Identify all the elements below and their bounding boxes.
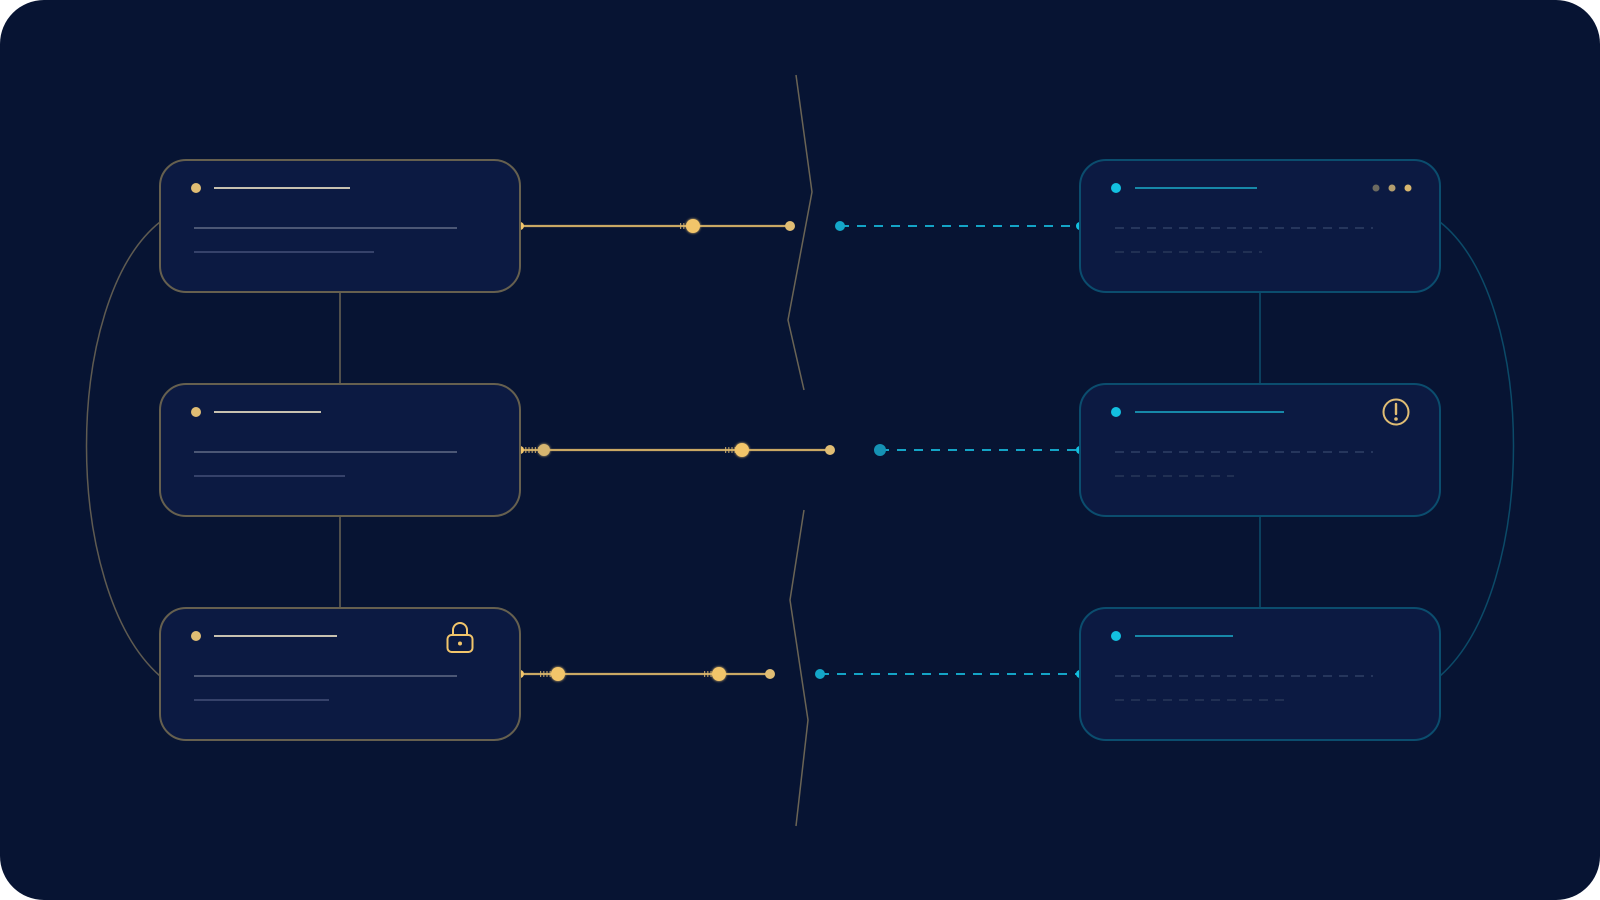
left-card-3[interactable] [159, 607, 521, 741]
data-packet [712, 667, 726, 681]
card-frame [1079, 159, 1441, 293]
link-end-dot [765, 669, 775, 679]
left-card-1[interactable] [159, 159, 521, 293]
data-packet [735, 443, 749, 457]
status-dot [191, 631, 201, 641]
card-frame [1079, 607, 1441, 741]
more-dots-icon[interactable] [1372, 184, 1412, 192]
card-frame [1079, 383, 1441, 517]
left-outer-arc [85, 221, 161, 677]
card-frame [159, 383, 521, 517]
status-dot [1111, 407, 1121, 417]
left-card-2[interactable] [159, 383, 521, 517]
link-end-dot [785, 221, 795, 231]
dashed-start-dot [874, 444, 886, 456]
card-frame [159, 607, 521, 741]
status-dot [1111, 631, 1121, 641]
card-frame [159, 159, 521, 293]
connection-row-3 [516, 667, 1084, 681]
alert-circle-icon [1382, 398, 1410, 426]
data-packet [686, 219, 700, 233]
status-dot [191, 407, 201, 417]
divider-upper [787, 74, 813, 391]
status-dot [1111, 183, 1121, 193]
lock-icon [446, 622, 474, 653]
divider-lower [789, 509, 809, 827]
right-outer-arc [1439, 221, 1515, 677]
right-card-2[interactable] [1079, 383, 1441, 517]
link-end-dot [825, 445, 835, 455]
status-dot [191, 183, 201, 193]
data-packet [538, 444, 550, 456]
dashed-start-dot [835, 221, 845, 231]
right-card-1[interactable] [1079, 159, 1441, 293]
right-card-3[interactable] [1079, 607, 1441, 741]
dashed-start-dot [815, 669, 825, 679]
data-packet [551, 667, 565, 681]
